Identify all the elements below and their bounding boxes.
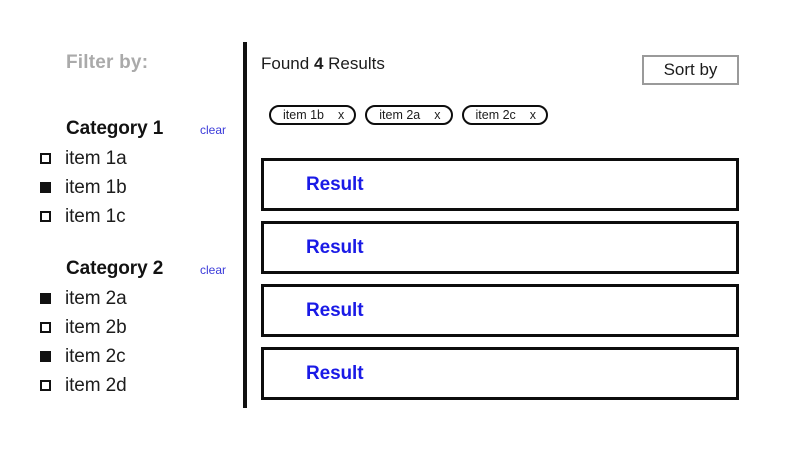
filter-category-header: Category 2 clear — [0, 258, 244, 284]
filter-option-row[interactable]: item 1b — [0, 173, 244, 202]
checkbox-icon[interactable] — [40, 380, 51, 391]
filter-option-row[interactable]: item 2c — [0, 342, 244, 371]
sort-by-label: Sort by — [663, 60, 718, 79]
result-card-title: Result — [306, 362, 364, 384]
filter-option-row[interactable]: item 1c — [0, 202, 244, 231]
checkbox-icon[interactable] — [40, 211, 51, 222]
checkbox-checked-icon[interactable] — [40, 351, 51, 362]
filter-category-group: Category 1 clear item 1a item 1b item 1c — [0, 118, 244, 231]
filter-chip-label: item 1b — [283, 108, 324, 122]
results-count-suffix: Results — [328, 54, 385, 73]
filter-chip[interactable]: item 2c x — [461, 105, 549, 125]
result-card[interactable]: Result — [261, 221, 739, 274]
filter-option-row[interactable]: item 1a — [0, 144, 244, 173]
filter-category-title: Category 1 — [66, 118, 164, 139]
result-card[interactable]: Result — [261, 284, 739, 337]
results-count-text: Found 4 Results — [261, 54, 385, 74]
results-count-prefix: Found — [261, 54, 310, 73]
result-card-title: Result — [306, 236, 364, 258]
filter-category-group: Category 2 clear item 2a item 2b item 2c… — [0, 258, 244, 400]
result-list: Result Result Result Result — [261, 158, 739, 410]
close-icon[interactable]: x — [338, 108, 345, 122]
results-count-number: 4 — [313, 54, 324, 73]
filter-option-label[interactable]: item 1c — [65, 205, 126, 227]
filter-category-header: Category 1 clear — [0, 118, 244, 144]
sort-by-button[interactable]: Sort by — [642, 55, 739, 85]
active-filter-chip-bar: item 1b x item 2a x item 2c x — [269, 105, 549, 125]
filter-chip[interactable]: item 2a x — [365, 105, 453, 125]
filter-chip-label: item 2c — [475, 108, 516, 122]
vertical-divider — [243, 42, 247, 408]
checkbox-checked-icon[interactable] — [40, 182, 51, 193]
filter-option-label[interactable]: item 1a — [65, 147, 127, 169]
filter-chip-label: item 2a — [379, 108, 421, 122]
filter-option-row[interactable]: item 2d — [0, 371, 244, 400]
result-card[interactable]: Result — [261, 158, 739, 211]
checkbox-icon[interactable] — [40, 322, 51, 333]
checkbox-icon[interactable] — [40, 153, 51, 164]
filter-panel-heading: Filter by: — [66, 52, 149, 73]
result-card-title: Result — [306, 299, 364, 321]
clear-category-link[interactable]: clear — [200, 123, 227, 137]
results-panel: Found 4 Results Sort by item 1b x item 2… — [261, 0, 800, 452]
filter-option-label[interactable]: item 2c — [65, 345, 126, 367]
filter-panel: Filter by: Category 1 clear item 1a item… — [0, 0, 244, 452]
filter-option-label[interactable]: item 1b — [65, 176, 127, 198]
clear-category-link[interactable]: clear — [200, 263, 227, 277]
filter-option-label[interactable]: item 2d — [65, 374, 127, 396]
filter-option-row[interactable]: item 2b — [0, 313, 244, 342]
close-icon[interactable]: x — [529, 108, 537, 122]
filter-option-row[interactable]: item 2a — [0, 284, 244, 313]
close-icon[interactable]: x — [434, 108, 441, 122]
filter-chip[interactable]: item 1b x — [269, 105, 357, 125]
result-card[interactable]: Result — [261, 347, 739, 400]
filter-category-title: Category 2 — [66, 258, 164, 279]
filter-option-label[interactable]: item 2a — [65, 287, 127, 309]
checkbox-checked-icon[interactable] — [40, 293, 51, 304]
filter-option-label[interactable]: item 2b — [65, 316, 127, 338]
result-card-title: Result — [306, 173, 364, 195]
